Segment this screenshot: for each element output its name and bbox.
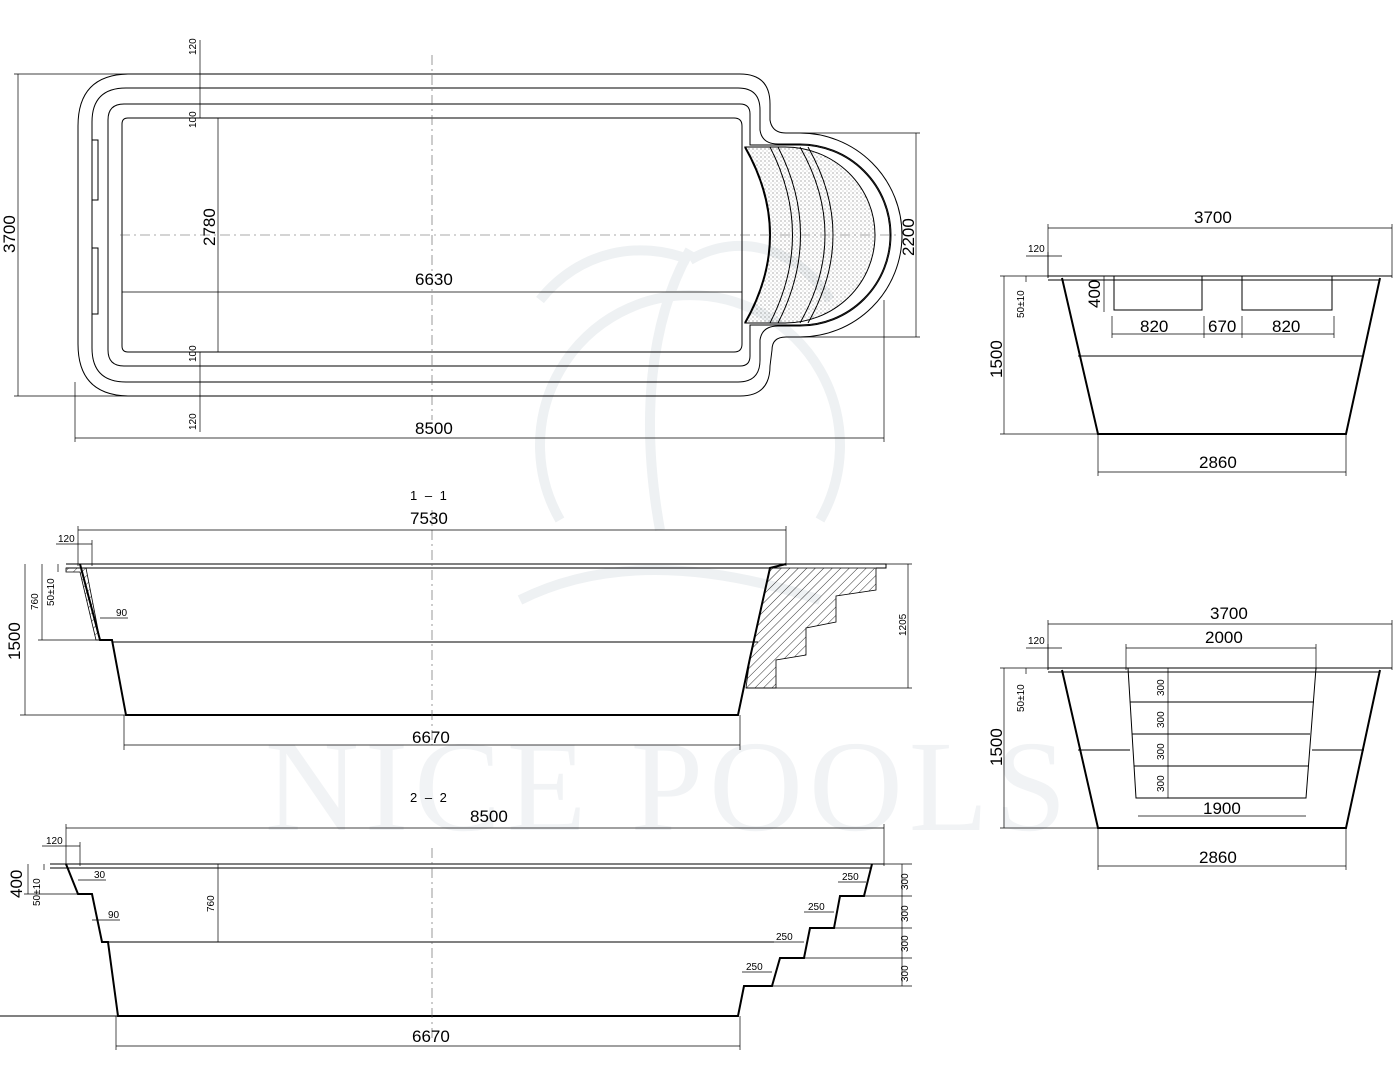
endb-depth: 1500 [987, 728, 1006, 766]
sec11-bottom-length: 6670 [412, 728, 450, 747]
sec11-top-length: 7530 [410, 509, 448, 528]
section-2-2: 2 – 2 8500 6670 120 400 50±10 30 90 760 [0, 790, 912, 1050]
sec22-bottom-length: 6670 [412, 1027, 450, 1046]
sec22-offset-30: 30 [94, 870, 106, 881]
enda-rim-height: 50±10 [1016, 290, 1027, 318]
sec22-step-rise: 300 [900, 935, 911, 952]
endb-top-width: 3700 [1210, 604, 1248, 623]
sec22-step-rise: 300 [900, 873, 911, 890]
plan-offset-bottom: 100 [188, 345, 199, 362]
enda-top-width: 3700 [1194, 208, 1232, 227]
plan-overall-width: 3700 [0, 215, 19, 253]
sec22-step-run: 250 [842, 872, 859, 883]
sec22-step-rise: 300 [900, 905, 911, 922]
sec11-shelf-depth: 760 [30, 593, 41, 610]
plan-rim-bottom: 120 [188, 413, 199, 430]
sec11-rim: 120 [58, 534, 75, 545]
enda-bench-width-right: 820 [1272, 317, 1300, 336]
sec22-shelf-depth: 760 [206, 895, 217, 912]
section-1-1-label: 1 – 1 [410, 488, 449, 503]
endb-stair-top-width: 2000 [1205, 628, 1243, 647]
plan-overall-length: 8500 [415, 419, 453, 438]
endb-bottom-width: 2860 [1199, 848, 1237, 867]
enda-bench-height: 400 [1085, 280, 1104, 308]
plan-inner-width: 2780 [200, 208, 219, 246]
endb-step-rise: 300 [1156, 711, 1167, 728]
sec22-step-rise: 300 [900, 965, 911, 982]
watermark-text: NICE POOLS [265, 715, 1073, 859]
plan-offset-top: 100 [188, 111, 199, 128]
sec22-step-run: 250 [808, 902, 825, 913]
sec22-rim-height: 50±10 [32, 878, 43, 906]
enda-rim: 120 [1028, 244, 1045, 255]
endb-step-rise: 300 [1156, 679, 1167, 696]
plan-view: 8500 3700 6630 2780 2200 120 120 100 100 [0, 38, 920, 442]
plan-step-width: 2200 [899, 218, 918, 256]
sec22-step-run: 250 [746, 962, 763, 973]
endb-stair-bottom-width: 1900 [1203, 799, 1241, 818]
enda-bench-gap: 670 [1208, 317, 1236, 336]
sec22-rim: 120 [46, 836, 63, 847]
sec11-depth: 1500 [5, 622, 24, 660]
enda-bench-width-left: 820 [1140, 317, 1168, 336]
sec22-depth-top: 400 [7, 870, 26, 898]
sec11-shelf-offset: 90 [116, 608, 128, 619]
enda-depth: 1500 [987, 340, 1006, 378]
plan-inner-length: 6630 [415, 270, 453, 289]
section-2-2-label: 2 – 2 [410, 790, 449, 805]
plan-rim-top: 120 [188, 38, 199, 55]
endb-step-rise: 300 [1156, 743, 1167, 760]
sec22-offset-90: 90 [108, 910, 120, 921]
section-1-1: 1 – 1 7530 6670 1500 760 50±10 120 90 [5, 488, 912, 750]
enda-bottom-width: 2860 [1199, 453, 1237, 472]
endb-rim-height: 50±10 [1016, 684, 1027, 712]
end-section-stairs: 3700 2000 1900 2860 1500 120 50±10 300 3… [987, 604, 1393, 870]
sec11-rim-height: 50±10 [46, 578, 57, 606]
watermark-logo-icon [517, 241, 845, 605]
sec22-top-length: 8500 [470, 807, 508, 826]
endb-step-rise: 300 [1156, 775, 1167, 792]
endb-rim: 120 [1028, 636, 1045, 647]
end-section-benches: 3700 2860 1500 120 50±10 400 820 670 820 [987, 208, 1393, 476]
sec22-step-run: 250 [776, 932, 793, 943]
sec11-step-height: 1205 [898, 613, 909, 636]
